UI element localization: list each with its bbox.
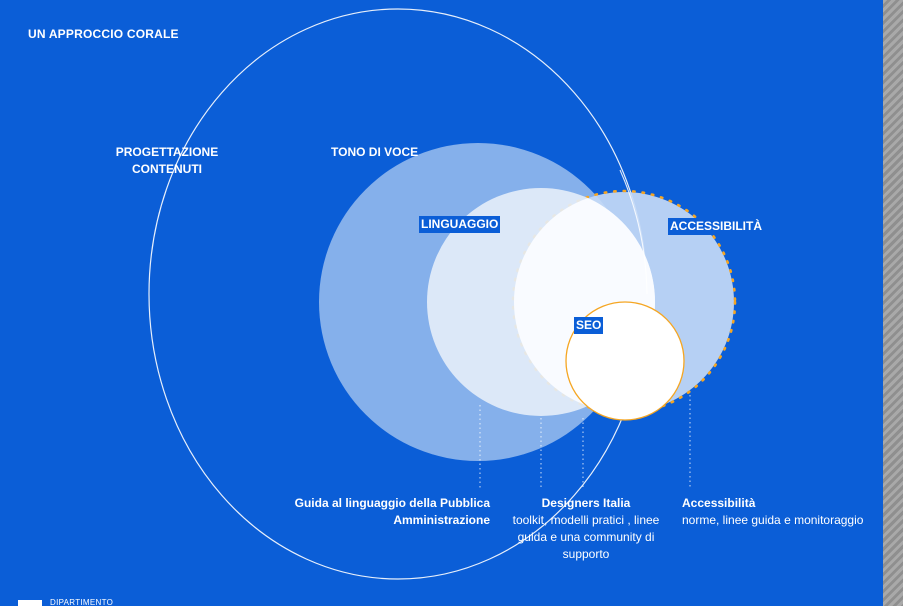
- footer-logo: [18, 600, 42, 606]
- resource-designers-title: Designers Italia: [541, 496, 631, 510]
- resource-guida: Guida al linguaggio della Pubblica Ammin…: [268, 495, 490, 529]
- accessibilita-circle-border: [511, 189, 737, 415]
- label-progettazione-contenuti: PROGETTAZIONE CONTENUTI: [115, 145, 219, 176]
- slide-heading: UN APPROCCIO CORALE: [28, 27, 179, 41]
- resource-accessibilita: Accessibilità norme, linee guida e monit…: [682, 495, 883, 529]
- label-accessibilita: ACCESSIBILITÀ: [668, 218, 765, 235]
- label-linguaggio: LINGUAGGIO: [419, 216, 501, 233]
- resource-accessibilita-title: Accessibilità: [682, 496, 756, 510]
- footer-text: DIPARTIMENTO: [50, 598, 114, 606]
- progettazione-ellipse-overlay: [619, 169, 648, 295]
- right-edge-strip: [883, 0, 903, 606]
- label-seo: SEO: [574, 317, 604, 334]
- resource-designers-desc: toolkit, modelli pratici , linee guida e…: [512, 513, 660, 561]
- label-tono-di-voce: TONO DI VOCE: [331, 145, 419, 159]
- resource-guida-title: Guida al linguaggio della Pubblica Ammin…: [294, 496, 490, 527]
- resource-designers-italia: Designers Italia toolkit, modelli pratic…: [508, 495, 664, 563]
- resource-accessibilita-desc: norme, linee guida e monitoraggio: [682, 513, 864, 527]
- slide: UN APPROCCIO CORALE PROGETTAZIONE CONTEN…: [18, 8, 883, 606]
